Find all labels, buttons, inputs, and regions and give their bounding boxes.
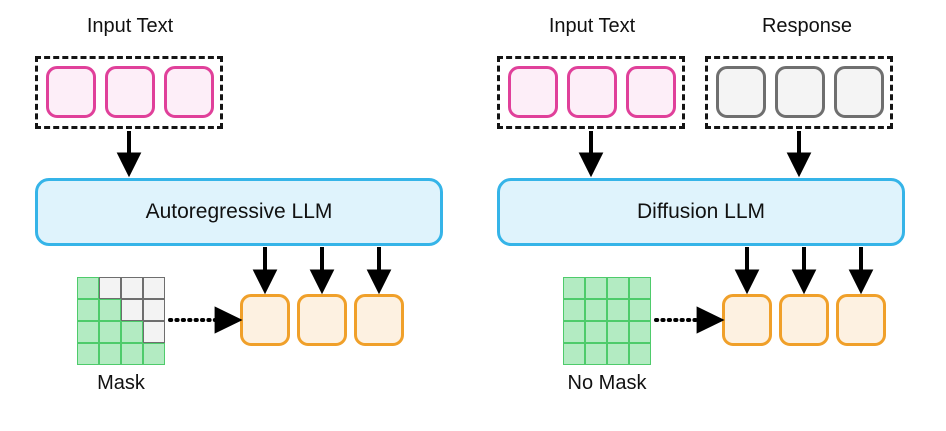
left-model-box: Autoregressive LLM bbox=[35, 178, 443, 246]
mask-cell bbox=[629, 277, 651, 299]
right-output-token-2 bbox=[779, 294, 829, 346]
mask-cell bbox=[563, 321, 585, 343]
mask-cell bbox=[143, 343, 165, 365]
mask-cell bbox=[77, 343, 99, 365]
right-mask-caption: No Mask bbox=[567, 372, 647, 394]
left-model-label: Autoregressive LLM bbox=[145, 200, 333, 223]
mask-cell bbox=[99, 321, 121, 343]
left-output-token-2 bbox=[297, 294, 347, 346]
mask-cell bbox=[121, 343, 143, 365]
right-input-text-label: Input Text bbox=[548, 15, 636, 37]
left-input-text-label: Input Text bbox=[86, 15, 174, 37]
mask-cell bbox=[607, 321, 629, 343]
right-mask-grid bbox=[563, 277, 651, 365]
mask-cell bbox=[607, 277, 629, 299]
right-model-label: Diffusion LLM bbox=[636, 200, 765, 223]
mask-cell bbox=[629, 343, 651, 365]
mask-cell bbox=[585, 299, 607, 321]
mask-cell bbox=[563, 299, 585, 321]
left-input-group-box bbox=[35, 56, 223, 129]
right-response-token-2 bbox=[775, 66, 825, 118]
right-response-label: Response bbox=[761, 15, 853, 37]
right-response-group-box bbox=[705, 56, 893, 129]
right-model-box: Diffusion LLM bbox=[497, 178, 905, 246]
left-input-token-2 bbox=[105, 66, 155, 118]
mask-cell bbox=[563, 343, 585, 365]
right-output-token-1 bbox=[722, 294, 772, 346]
mask-cell bbox=[99, 343, 121, 365]
mask-cell bbox=[143, 299, 165, 321]
left-mask-caption: Mask bbox=[97, 372, 145, 394]
right-input-group-box bbox=[497, 56, 685, 129]
mask-cell bbox=[121, 277, 143, 299]
mask-cell bbox=[585, 277, 607, 299]
mask-cell bbox=[121, 321, 143, 343]
left-output-token-3 bbox=[354, 294, 404, 346]
right-input-token-3 bbox=[626, 66, 676, 118]
mask-cell bbox=[607, 343, 629, 365]
mask-cell bbox=[585, 343, 607, 365]
mask-cell bbox=[629, 299, 651, 321]
left-mask-grid bbox=[77, 277, 165, 365]
mask-cell bbox=[121, 299, 143, 321]
right-input-token-1 bbox=[508, 66, 558, 118]
mask-cell bbox=[607, 299, 629, 321]
mask-cell bbox=[77, 321, 99, 343]
right-input-token-2 bbox=[567, 66, 617, 118]
mask-cell bbox=[77, 277, 99, 299]
mask-cell bbox=[143, 321, 165, 343]
right-response-token-1 bbox=[716, 66, 766, 118]
left-input-token-3 bbox=[164, 66, 214, 118]
right-response-token-3 bbox=[834, 66, 884, 118]
mask-cell bbox=[585, 321, 607, 343]
right-output-token-3 bbox=[836, 294, 886, 346]
mask-cell bbox=[143, 277, 165, 299]
mask-cell bbox=[99, 277, 121, 299]
left-input-token-1 bbox=[46, 66, 96, 118]
mask-cell bbox=[99, 299, 121, 321]
left-output-token-1 bbox=[240, 294, 290, 346]
mask-cell bbox=[77, 299, 99, 321]
mask-cell bbox=[563, 277, 585, 299]
mask-cell bbox=[629, 321, 651, 343]
